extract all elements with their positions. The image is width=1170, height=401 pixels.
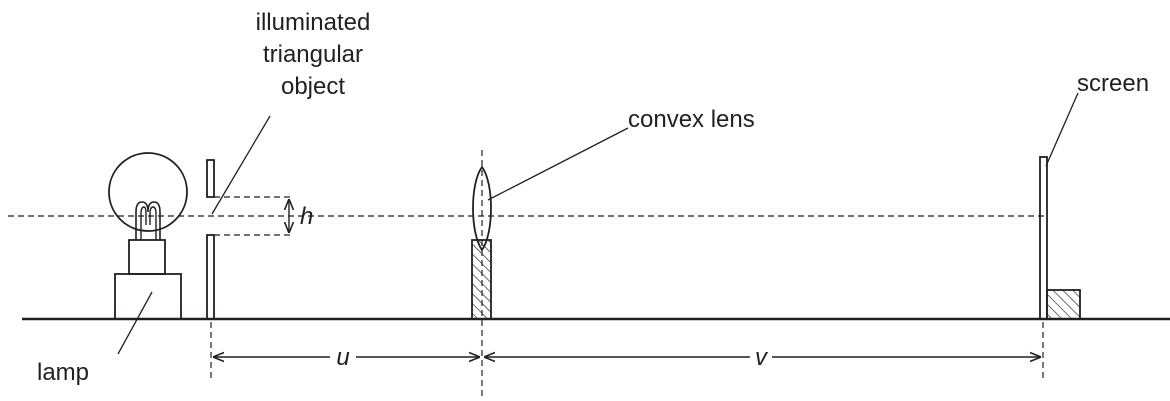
object-plate xyxy=(206,159,215,320)
lamp-label: lamp xyxy=(37,359,89,386)
convex-lens xyxy=(472,165,492,252)
lamp xyxy=(108,152,188,320)
v-label: v xyxy=(755,344,769,371)
lens-leader-line xyxy=(487,127,629,201)
lamp-leader-line xyxy=(117,291,153,355)
screen-leader-line xyxy=(1045,92,1079,167)
lens-stand xyxy=(471,239,492,320)
u-label: u xyxy=(336,344,349,371)
lamp-filament xyxy=(135,201,161,240)
lamp-neck xyxy=(128,239,166,275)
lamp-base xyxy=(114,273,182,320)
object-label-line2: triangular xyxy=(263,41,363,68)
lamp-filament-inner xyxy=(140,206,157,240)
object-label-line1: illuminated xyxy=(256,9,371,36)
lens-label: convex lens xyxy=(628,106,755,133)
object-label-line3: object xyxy=(281,73,345,100)
screen-stand xyxy=(1046,289,1081,320)
h-label: h xyxy=(300,203,313,230)
lamp-bulb xyxy=(108,152,188,232)
object-leader-line xyxy=(211,115,271,215)
screen xyxy=(1039,156,1048,320)
screen-label: screen xyxy=(1077,70,1149,97)
